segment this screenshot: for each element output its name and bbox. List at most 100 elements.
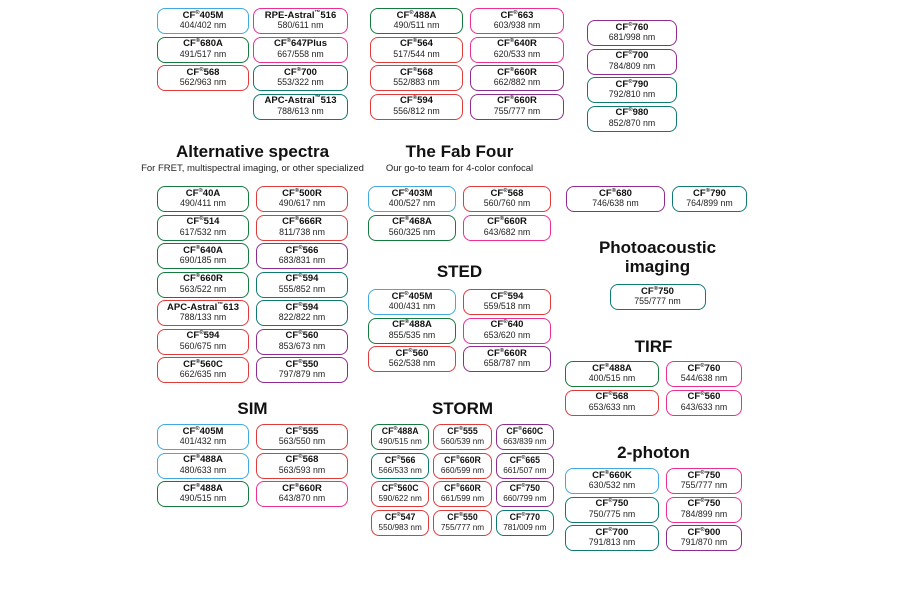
dye-wavelengths: 630/532 nm bbox=[588, 480, 636, 491]
dye-wavelengths: 784/809 nm bbox=[608, 60, 656, 71]
dye-wavelengths: 555/852 nm bbox=[278, 283, 326, 294]
dye-wavelengths: 792/810 nm bbox=[608, 89, 656, 100]
dye-wavelengths: 550/983 nm bbox=[378, 522, 422, 532]
dye-wavelengths: 660/599 nm bbox=[440, 465, 485, 475]
section-title: STORM bbox=[431, 399, 494, 418]
dye-name: CF®660R bbox=[183, 273, 223, 285]
section-title: The Fab Four bbox=[405, 142, 514, 161]
dye-name: RPE-Astral™516 bbox=[264, 9, 337, 21]
dye-wavelengths: 400/431 nm bbox=[388, 301, 436, 312]
dye-name: CF®403M bbox=[391, 187, 433, 199]
dye-name: CF®660R bbox=[497, 66, 537, 78]
dye-wavelengths: 562/538 nm bbox=[388, 358, 436, 369]
dye-wavelengths: 811/738 nm bbox=[279, 226, 325, 237]
dye-wavelengths: 552/883 nm bbox=[393, 77, 440, 88]
dye-name: CF®750 bbox=[509, 483, 541, 494]
dye-wavelengths: 643/633 nm bbox=[680, 401, 728, 412]
dye-wavelengths: 590/622 nm bbox=[378, 494, 422, 504]
section-title: Photoacoustic imaging bbox=[598, 238, 717, 276]
dye-name: CF®555 bbox=[285, 425, 319, 437]
dye-wavelengths: 661/599 nm bbox=[440, 494, 485, 504]
dye-wavelengths: 797/879 nm bbox=[278, 369, 326, 380]
dye-wavelengths: 553/322 nm bbox=[277, 77, 324, 88]
dye-name: CF®660R bbox=[282, 482, 322, 494]
dye-wavelengths: 661/507 nm bbox=[503, 465, 547, 475]
dye-name: CF®564 bbox=[400, 38, 433, 50]
dye-name: CF®640 bbox=[490, 319, 524, 331]
dye-name: CF®700 bbox=[284, 66, 317, 78]
section-fab-four: The Fab Four Our go-to team for 4-color … bbox=[368, 142, 551, 241]
dye-name: CF®680 bbox=[599, 187, 632, 199]
dye-name: CF®488A bbox=[183, 454, 223, 466]
dye-wavelengths: 560/760 nm bbox=[483, 198, 531, 209]
dye-wavelengths: 560/539 nm bbox=[440, 437, 485, 447]
dye-name: CF®547 bbox=[384, 511, 416, 522]
dye-wavelengths: 653/633 nm bbox=[588, 401, 636, 412]
dye-name: CF®40A bbox=[185, 187, 221, 199]
dye-wavelengths: 400/515 nm bbox=[588, 373, 636, 384]
dye-name: CF®594 bbox=[490, 290, 524, 302]
dye-name: CF®514 bbox=[186, 216, 220, 228]
dye-name: CF®550 bbox=[285, 358, 319, 370]
section-title: STED bbox=[436, 262, 483, 281]
dye-wavelengths: 490/515 nm bbox=[378, 437, 422, 447]
dye-wavelengths: 563/593 nm bbox=[278, 464, 326, 475]
dye-name: CF®568 bbox=[490, 187, 524, 199]
dye-wavelengths: 480/633 nm bbox=[179, 464, 227, 475]
dye-wavelengths: 791/870 nm bbox=[680, 537, 728, 548]
dye-name: CF®560 bbox=[395, 347, 429, 359]
dye-name: CF®594 bbox=[285, 273, 319, 285]
section-title: 2-photon bbox=[617, 443, 690, 462]
dye-name: CF®660R bbox=[487, 347, 527, 359]
dye-name: CF®660R bbox=[444, 483, 481, 494]
section-subtitle: For FRET, multispectral imaging, or othe… bbox=[141, 163, 364, 174]
dye-wavelengths: 556/812 nm bbox=[393, 105, 440, 116]
section-title: TIRF bbox=[634, 337, 673, 356]
dye-name: CF®790 bbox=[615, 78, 649, 90]
dye-wavelengths: 563/550 nm bbox=[278, 436, 326, 447]
dye-name: CF®750 bbox=[641, 285, 674, 297]
dye-name: CF®790 bbox=[693, 187, 726, 199]
dye-name: CF®680A bbox=[183, 38, 223, 50]
dye-name: CF®980 bbox=[615, 107, 649, 119]
dye-wavelengths: 822/822 nm bbox=[278, 312, 326, 323]
dye-name: CF®663 bbox=[500, 9, 534, 21]
dye-wavelengths: 663/839 nm bbox=[503, 437, 547, 447]
dye-name: CF®488A bbox=[183, 482, 223, 494]
dye-name: CF®568 bbox=[285, 454, 319, 466]
